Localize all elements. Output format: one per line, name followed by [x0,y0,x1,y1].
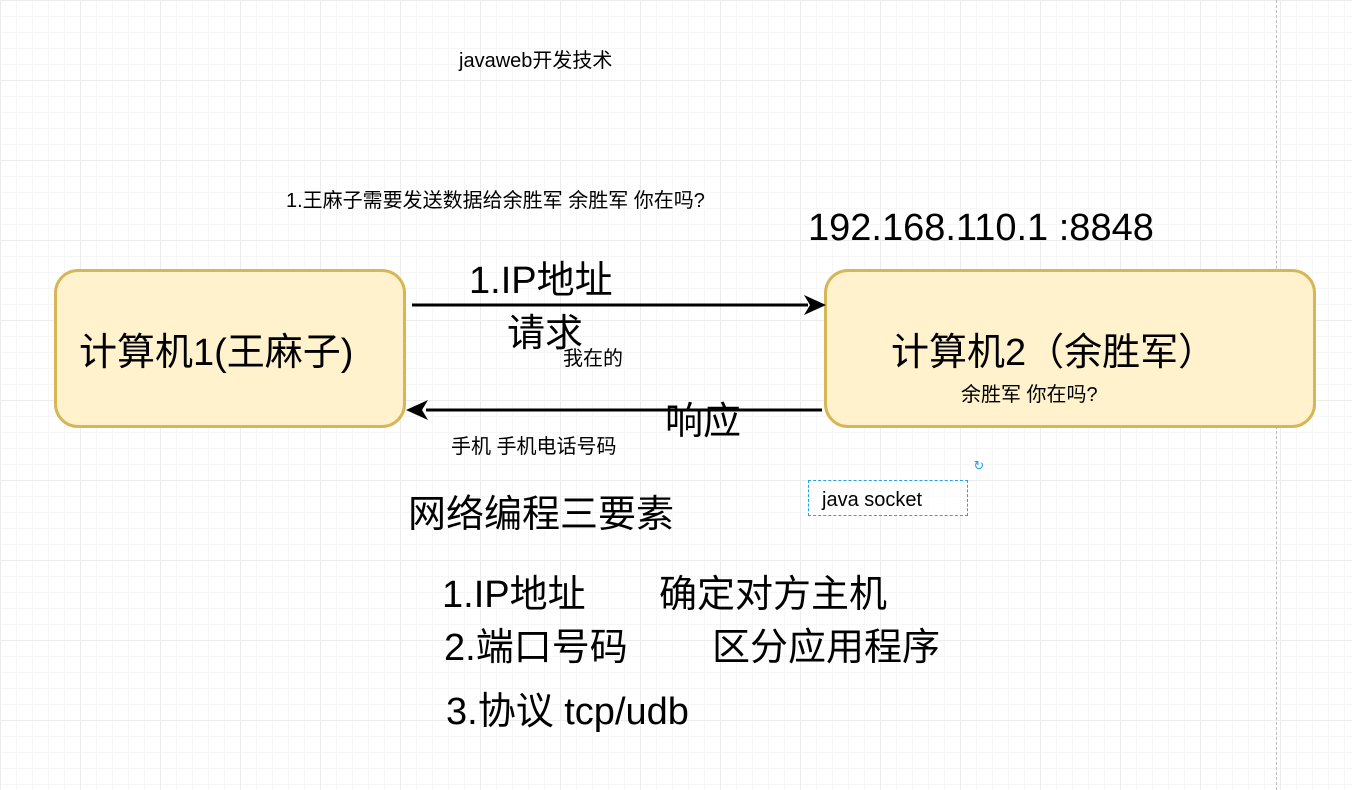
scenario-text[interactable]: 1.王麻子需要发送数据给余胜军 余胜军 你在吗? [286,190,705,212]
request-ip-label[interactable]: 1.IP地址 [469,260,613,302]
element-2-desc[interactable]: 区分应用程序 [712,627,941,669]
element-1-desc[interactable]: 确定对方主机 [659,574,888,616]
computer2-node[interactable]: 计算机2（余胜军） 余胜军 你在吗? [824,269,1316,428]
response-arrow[interactable] [406,400,822,420]
element-1-label[interactable]: 1.IP地址 [442,574,586,616]
java-socket-textbox[interactable]: java socket [808,480,968,516]
rotate-icon[interactable]: ↻ [973,459,985,474]
element-3-label[interactable]: 3.协议 tcp/udb [446,691,689,733]
request-arrow[interactable] [412,295,826,315]
response-label[interactable]: 响应 [665,401,742,443]
request-note[interactable]: 我在的 [563,348,623,370]
request-label[interactable]: 请求 [507,313,584,355]
elements-heading[interactable]: 网络编程三要素 [408,494,675,536]
ip-port-label[interactable]: 192.168.110.1 :8848 [808,207,1154,249]
computer2-sublabel: 余胜军 你在吗? [961,384,1098,406]
response-note[interactable]: 手机 手机电话号码 [451,436,617,458]
java-socket-label: java socket [822,489,923,511]
computer2-label: 计算机2（余胜军） [891,332,1217,374]
computer1-node[interactable]: 计算机1(王麻子) [54,269,406,428]
element-2-label[interactable]: 2.端口号码 [444,627,628,669]
diagram-title[interactable]: javaweb开发技术 [459,50,613,72]
computer1-label: 计算机1(王麻子) [79,332,354,374]
